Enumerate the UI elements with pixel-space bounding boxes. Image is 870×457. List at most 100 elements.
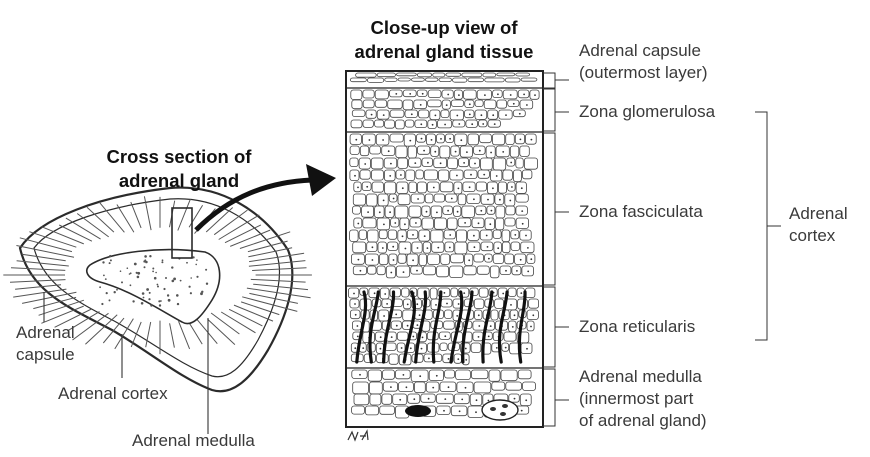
cell-nucleus (514, 398, 516, 400)
cell-nucleus (436, 375, 438, 377)
cross-section-title-line-1: Cross section of (74, 145, 284, 169)
cortex-striation (22, 254, 66, 261)
cell-nucleus (527, 271, 529, 273)
cortex-striation (131, 322, 141, 347)
cell-nucleus (463, 292, 465, 294)
cell-nucleus (449, 234, 451, 236)
cell-nucleus (530, 258, 532, 260)
cell-nucleus (473, 235, 475, 237)
cell-nucleus (383, 114, 385, 116)
cortex-striation (251, 279, 306, 282)
cell-nucleus (417, 247, 419, 249)
cell-nucleus (434, 151, 436, 153)
medulla-dot (168, 299, 171, 302)
medulla-dot (190, 292, 192, 294)
cell-nucleus (449, 247, 451, 249)
cell-nucleus (520, 259, 522, 261)
cell-nucleus (457, 211, 459, 213)
cell-nucleus (510, 162, 512, 164)
medulla-dot (200, 292, 203, 295)
cell-nucleus (420, 104, 422, 106)
cell-nucleus (492, 114, 494, 116)
medulla-dot (130, 272, 132, 274)
cell-nucleus (448, 386, 450, 388)
cell-nucleus (488, 400, 490, 402)
cortex-striation (131, 202, 141, 228)
cell-nucleus (354, 175, 356, 177)
cortex-striation (234, 305, 273, 321)
cell-nucleus (417, 324, 419, 326)
cell-nucleus (458, 94, 460, 96)
cell-nucleus (455, 151, 457, 153)
cell-nucleus (412, 259, 414, 261)
cell-nucleus (372, 246, 374, 248)
cell-nucleus (457, 358, 459, 360)
cell-nucleus (469, 103, 471, 105)
cell-nucleus (403, 374, 405, 376)
cell-nucleus (525, 235, 527, 237)
cell-nucleus (431, 139, 433, 141)
cell-nucleus (446, 104, 448, 106)
cortex-striation (253, 284, 308, 289)
cell-nucleus (469, 186, 471, 188)
cross-section-title: Cross section of adrenal gland (74, 145, 284, 193)
cortex-striation (179, 321, 190, 349)
cell-nucleus (364, 163, 366, 165)
cell-nucleus (427, 162, 429, 164)
medulla-dot (167, 294, 169, 296)
cell-nucleus (526, 104, 528, 106)
cell-nucleus (490, 325, 492, 327)
cell-nucleus (355, 139, 357, 141)
cortex-striation (240, 232, 290, 249)
cortex-striation (41, 306, 83, 323)
cell-nucleus (465, 387, 467, 389)
gland-medulla-region (87, 250, 220, 324)
cell-nucleus (478, 325, 480, 327)
medulla-dot (110, 259, 112, 261)
cell-nucleus (496, 175, 498, 177)
label-zona-reticularis: Zona reticularis (579, 316, 695, 338)
closeup-title-line-1: Close-up view of (324, 16, 564, 40)
cell-nucleus (489, 223, 491, 225)
cell-nucleus (412, 234, 414, 236)
cell-nucleus (424, 235, 426, 237)
cortex-striation (15, 285, 61, 290)
medulla-dot (149, 292, 151, 294)
cell-nucleus (392, 246, 394, 248)
cell-nucleus (471, 123, 473, 125)
medulla-dot (196, 259, 198, 261)
cell-nucleus (520, 139, 522, 141)
cell-nucleus (483, 174, 485, 176)
cell-nucleus (405, 248, 407, 250)
cell-nucleus (527, 247, 529, 249)
medulla-dark-cell (405, 405, 431, 417)
cell-nucleus (461, 399, 463, 401)
medulla-dot (159, 304, 161, 306)
cell-nucleus (459, 410, 461, 412)
medulla-dot (152, 271, 154, 273)
cortex-striation (170, 323, 175, 347)
cell-nucleus (415, 222, 417, 224)
medulla-dot (146, 288, 149, 291)
cortex-striation (221, 312, 255, 333)
cell-nucleus (521, 210, 523, 212)
cell-nucleus (448, 358, 450, 360)
cell-nucleus (478, 336, 480, 338)
cell-nucleus (494, 123, 496, 125)
cell-nucleus (413, 398, 415, 400)
cell-nucleus (521, 410, 523, 412)
cell-nucleus (427, 247, 429, 249)
cell-nucleus (451, 198, 453, 200)
cell-nucleus (436, 212, 438, 214)
cortex-striation (59, 225, 92, 241)
cell-nucleus (428, 358, 430, 360)
cell-nucleus (486, 235, 488, 237)
cell-nucleus (443, 410, 445, 412)
medulla-dot (141, 302, 144, 305)
cell-nucleus (353, 293, 355, 295)
cell-nucleus (369, 139, 371, 141)
cell-nucleus (458, 303, 460, 305)
label-adrenal-capsule: Adrenal capsule (outermost layer) (579, 40, 707, 84)
medulla-dot (189, 286, 191, 288)
cell-nucleus (419, 375, 421, 377)
